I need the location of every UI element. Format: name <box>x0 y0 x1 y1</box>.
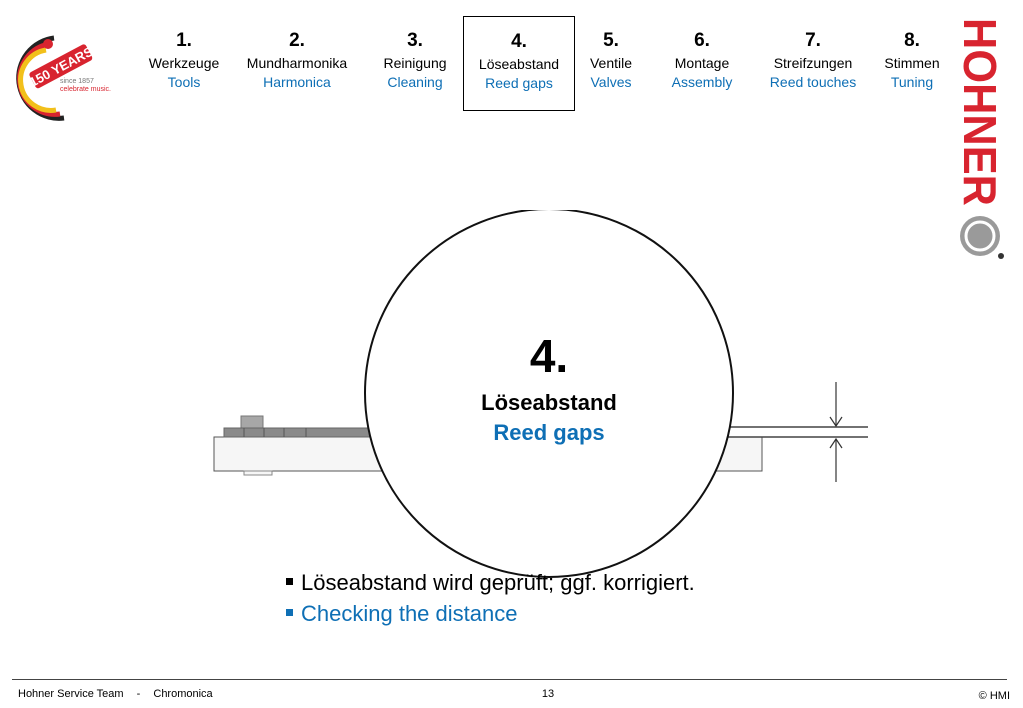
hohner-logo: HOHNER <box>956 18 1006 259</box>
150-years-logo: 150 YEARS since 1857 celebrate music. <box>16 35 111 121</box>
step-label-de: Ventile <box>589 55 633 71</box>
bullet-en: Checking the distance <box>286 598 886 629</box>
step-label-de: Montage <box>674 55 730 71</box>
circle-number: 4. <box>529 330 569 382</box>
step-5[interactable]: 5. Ventile Valves <box>578 16 644 111</box>
reed-strip <box>223 427 385 438</box>
step-label-de: Löseabstand <box>478 56 560 72</box>
page-number: 13 <box>541 688 555 700</box>
step-number: 8. <box>904 30 920 51</box>
step-number: 4. <box>511 31 527 52</box>
rivet <box>240 415 264 429</box>
step-2[interactable]: 2. Mundharmonika Harmonica <box>238 16 356 111</box>
step-number: 7. <box>805 30 821 51</box>
bullet-square-icon <box>286 609 293 616</box>
step-label-de: Stimmen <box>884 55 940 71</box>
step-label-de: Werkzeuge <box>148 55 220 71</box>
footer-separator: - <box>136 688 141 700</box>
step-label-en: Reed gaps <box>485 75 553 91</box>
circle-caption: 4. Löseabstand Reed gaps <box>364 330 734 448</box>
footer-product: Chromonica <box>153 688 213 700</box>
circle-title-de: Löseabstand <box>481 390 617 415</box>
step-number: 1. <box>176 30 192 51</box>
step-label-de: Reinigung <box>383 55 447 71</box>
step-number: 3. <box>407 30 423 51</box>
step-1[interactable]: 1. Werkzeuge Tools <box>136 16 232 111</box>
step-label-en: Harmonica <box>263 74 331 90</box>
footer-left: Hohner Service Team - Chromonica <box>18 688 223 700</box>
step-4[interactable]: 4. Löseabstand Reed gaps <box>463 16 575 111</box>
step-label-en: Valves <box>590 74 632 90</box>
step-number: 5. <box>603 30 619 51</box>
step-8[interactable]: 8. Stimmen Tuning <box>876 16 948 111</box>
step-3[interactable]: 3. Reinigung Cleaning <box>368 16 462 111</box>
step-label-en: Tuning <box>890 74 934 90</box>
step-label-de: Mundharmonika <box>246 55 348 71</box>
bullet-square-icon <box>286 578 293 585</box>
step-label-en: Reed touches <box>769 74 857 90</box>
step-number: 2. <box>289 30 305 51</box>
logo-since-text: since 1857 <box>60 78 94 85</box>
hohner-wordmark: HOHNER <box>956 18 1006 206</box>
step-number: 6. <box>694 30 710 51</box>
step-7[interactable]: 7. Streifzungen Reed touches <box>760 16 866 111</box>
bullet-de-text: Löseabstand wird geprüft; ggf. korrigier… <box>301 570 695 595</box>
step-label-en: Cleaning <box>387 74 443 90</box>
step-label-en: Tools <box>167 74 201 90</box>
step-label-de: Streifzungen <box>773 55 853 71</box>
circle-title-en: Reed gaps <box>493 420 605 445</box>
logo-slogan-text: celebrate music. <box>60 86 111 93</box>
bullet-de: Löseabstand wird geprüft; ggf. korrigier… <box>286 567 886 598</box>
bullet-list: Löseabstand wird geprüft; ggf. korrigier… <box>286 567 886 629</box>
step-navigation: 1. Werkzeuge Tools 2. Mundharmonika Harm… <box>132 16 952 112</box>
bullet-en-text: Checking the distance <box>301 601 518 626</box>
footer-team: Hohner Service Team <box>18 688 124 700</box>
highlight-circle <box>364 210 734 578</box>
reed-gap-diagram <box>213 210 868 578</box>
footer-copyright: © HMI <box>978 690 1010 702</box>
step-label-en: Assembly <box>671 74 733 90</box>
footer-divider <box>12 679 1007 680</box>
step-6[interactable]: 6. Montage Assembly <box>658 16 746 111</box>
